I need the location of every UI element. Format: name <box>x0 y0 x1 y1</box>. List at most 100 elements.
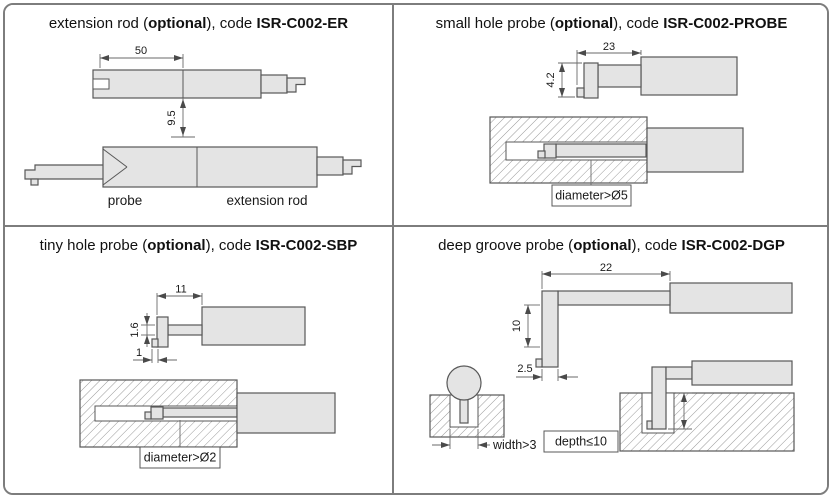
arrowhead <box>577 50 586 56</box>
dim-length-text: 11 <box>175 284 186 296</box>
title-optional: optional <box>554 15 614 32</box>
title-code: ISR-C002-ER <box>256 15 349 32</box>
arrowhead <box>157 293 166 299</box>
assembly-rod-body <box>102 146 318 188</box>
arrowhead <box>180 127 186 136</box>
small-hole-probe-side-view <box>576 56 738 99</box>
arrowhead <box>158 357 167 363</box>
title-code: ISR-C002-PROBE <box>663 15 788 32</box>
arrowhead <box>525 338 531 347</box>
dim-length-11: 11 <box>156 284 203 315</box>
title-text: small hole probe ( <box>435 15 555 32</box>
panel-extension-rod: extension rod (optional), code ISR-C002-… <box>5 5 394 227</box>
dim-length-50: 50 <box>99 45 184 68</box>
probe-finger <box>583 62 599 99</box>
probe-body <box>236 392 336 434</box>
arrowhead <box>542 271 551 277</box>
dim-offset-9-5: 9.5 <box>166 98 195 138</box>
panel-title: extension rod (optional), code ISR-C002-… <box>5 5 392 41</box>
title-mid: ), code <box>205 237 256 254</box>
title-text: extension rod ( <box>48 15 149 32</box>
dim-length-23: 23 <box>576 41 642 85</box>
dim-length-22: 22 <box>541 263 671 289</box>
arrowhead <box>559 88 565 97</box>
probe-finger <box>543 143 557 159</box>
dim-tip-height-text: 4.2 <box>545 72 557 87</box>
dim-neck-1-6: 1.6 <box>129 313 155 347</box>
note-box <box>543 430 619 453</box>
dim-length-text: 50 <box>135 45 147 57</box>
title-code: ISR-C002-DGP <box>681 237 785 254</box>
probe-stylus-tip <box>537 150 546 159</box>
title-code: ISR-C002-SBP <box>255 237 358 254</box>
probe-body <box>669 282 793 314</box>
probe-tip <box>30 178 39 186</box>
probe-neck <box>557 290 671 306</box>
panel-small-hole-probe: small hole probe (optional), code ISR-C0… <box>394 5 827 227</box>
extension-rod-label: extension rod <box>226 193 307 208</box>
assembly-connector <box>316 156 344 176</box>
extension-rod-top-view <box>92 69 306 99</box>
panel-title: deep groove probe (optional), code ISR-C… <box>394 227 827 263</box>
extension-rod-drawing: 50 9.5 probe extension rod <box>24 45 362 208</box>
width-note: width>3 <box>492 438 536 452</box>
fork-line <box>102 148 128 168</box>
rod-connector-tip <box>286 77 306 93</box>
title-optional: optional <box>148 15 207 32</box>
probe-neck <box>167 324 203 336</box>
probe-stylus-tip <box>151 338 159 348</box>
arrowhead <box>681 420 687 429</box>
probe-finger <box>156 316 169 348</box>
arrowhead <box>143 357 152 363</box>
arrowhead <box>661 271 670 277</box>
arrowhead <box>441 442 450 448</box>
probe-stylus-tip <box>646 420 653 430</box>
dim-tip-text: 2.5 <box>517 363 532 375</box>
assembly-connector-tip <box>342 159 362 175</box>
dim-tip-text: 1 <box>136 347 142 359</box>
probe-stylus-tip <box>144 411 152 420</box>
panel-title: tiny hole probe (optional), code ISR-C00… <box>5 227 392 263</box>
dim-tip-2-5: 2.5 <box>516 363 578 381</box>
probe-bar <box>24 164 108 180</box>
dim-tip-height-4-2: 4.2 <box>545 62 582 98</box>
note-box <box>139 446 221 469</box>
deep-groove-probe-side-view <box>535 282 793 368</box>
probe-stylus-tip <box>535 358 543 368</box>
arrowhead <box>681 393 687 402</box>
arrowhead <box>559 63 565 72</box>
probe-label: probe <box>108 193 143 208</box>
dim-length-text: 22 <box>600 263 612 274</box>
title-optional: optional <box>573 237 632 254</box>
probe-body <box>640 56 738 96</box>
probe-neck <box>665 366 693 380</box>
dim-shaft-10: 10 <box>511 304 540 348</box>
arrowhead <box>180 99 186 108</box>
arrowhead <box>632 50 641 56</box>
dim-neck-text: 1.6 <box>129 322 141 337</box>
arrowhead <box>144 335 150 344</box>
panel-title: small hole probe (optional), code ISR-C0… <box>394 5 827 41</box>
probe-with-extension-rod-view: probe extension rod <box>24 146 362 208</box>
rod-connector <box>260 74 288 94</box>
diameter-note: diameter>Ø2 <box>144 451 217 465</box>
small-hole-probe-drawing: 23 4.2 diameter>Ø5 <box>489 41 744 207</box>
title-mid: ), code <box>613 15 664 32</box>
note-box <box>551 184 632 207</box>
probe-shaft <box>541 290 559 368</box>
diameter-note: diameter>Ø5 <box>555 189 628 203</box>
title-text: tiny hole probe ( <box>39 237 148 254</box>
probe-neck <box>162 407 238 418</box>
arrowhead <box>100 55 109 61</box>
arrowhead <box>533 374 542 380</box>
arrowhead <box>144 316 150 325</box>
arrowhead <box>525 305 531 314</box>
title-mid: ), code <box>206 15 257 32</box>
probe-shaft <box>651 366 667 430</box>
probe-accessories-sheet: extension rod (optional), code ISR-C002-… <box>3 3 829 495</box>
panel-deep-groove-probe: deep groove probe (optional), code ISR-C… <box>394 227 827 493</box>
panel-tiny-hole-probe: tiny hole probe (optional), code ISR-C00… <box>5 227 394 493</box>
probe-body <box>646 127 744 173</box>
probe-in-tiny-hole-view: diameter>Ø2 <box>79 379 336 469</box>
depth-note: depth≤10 <box>555 435 607 449</box>
